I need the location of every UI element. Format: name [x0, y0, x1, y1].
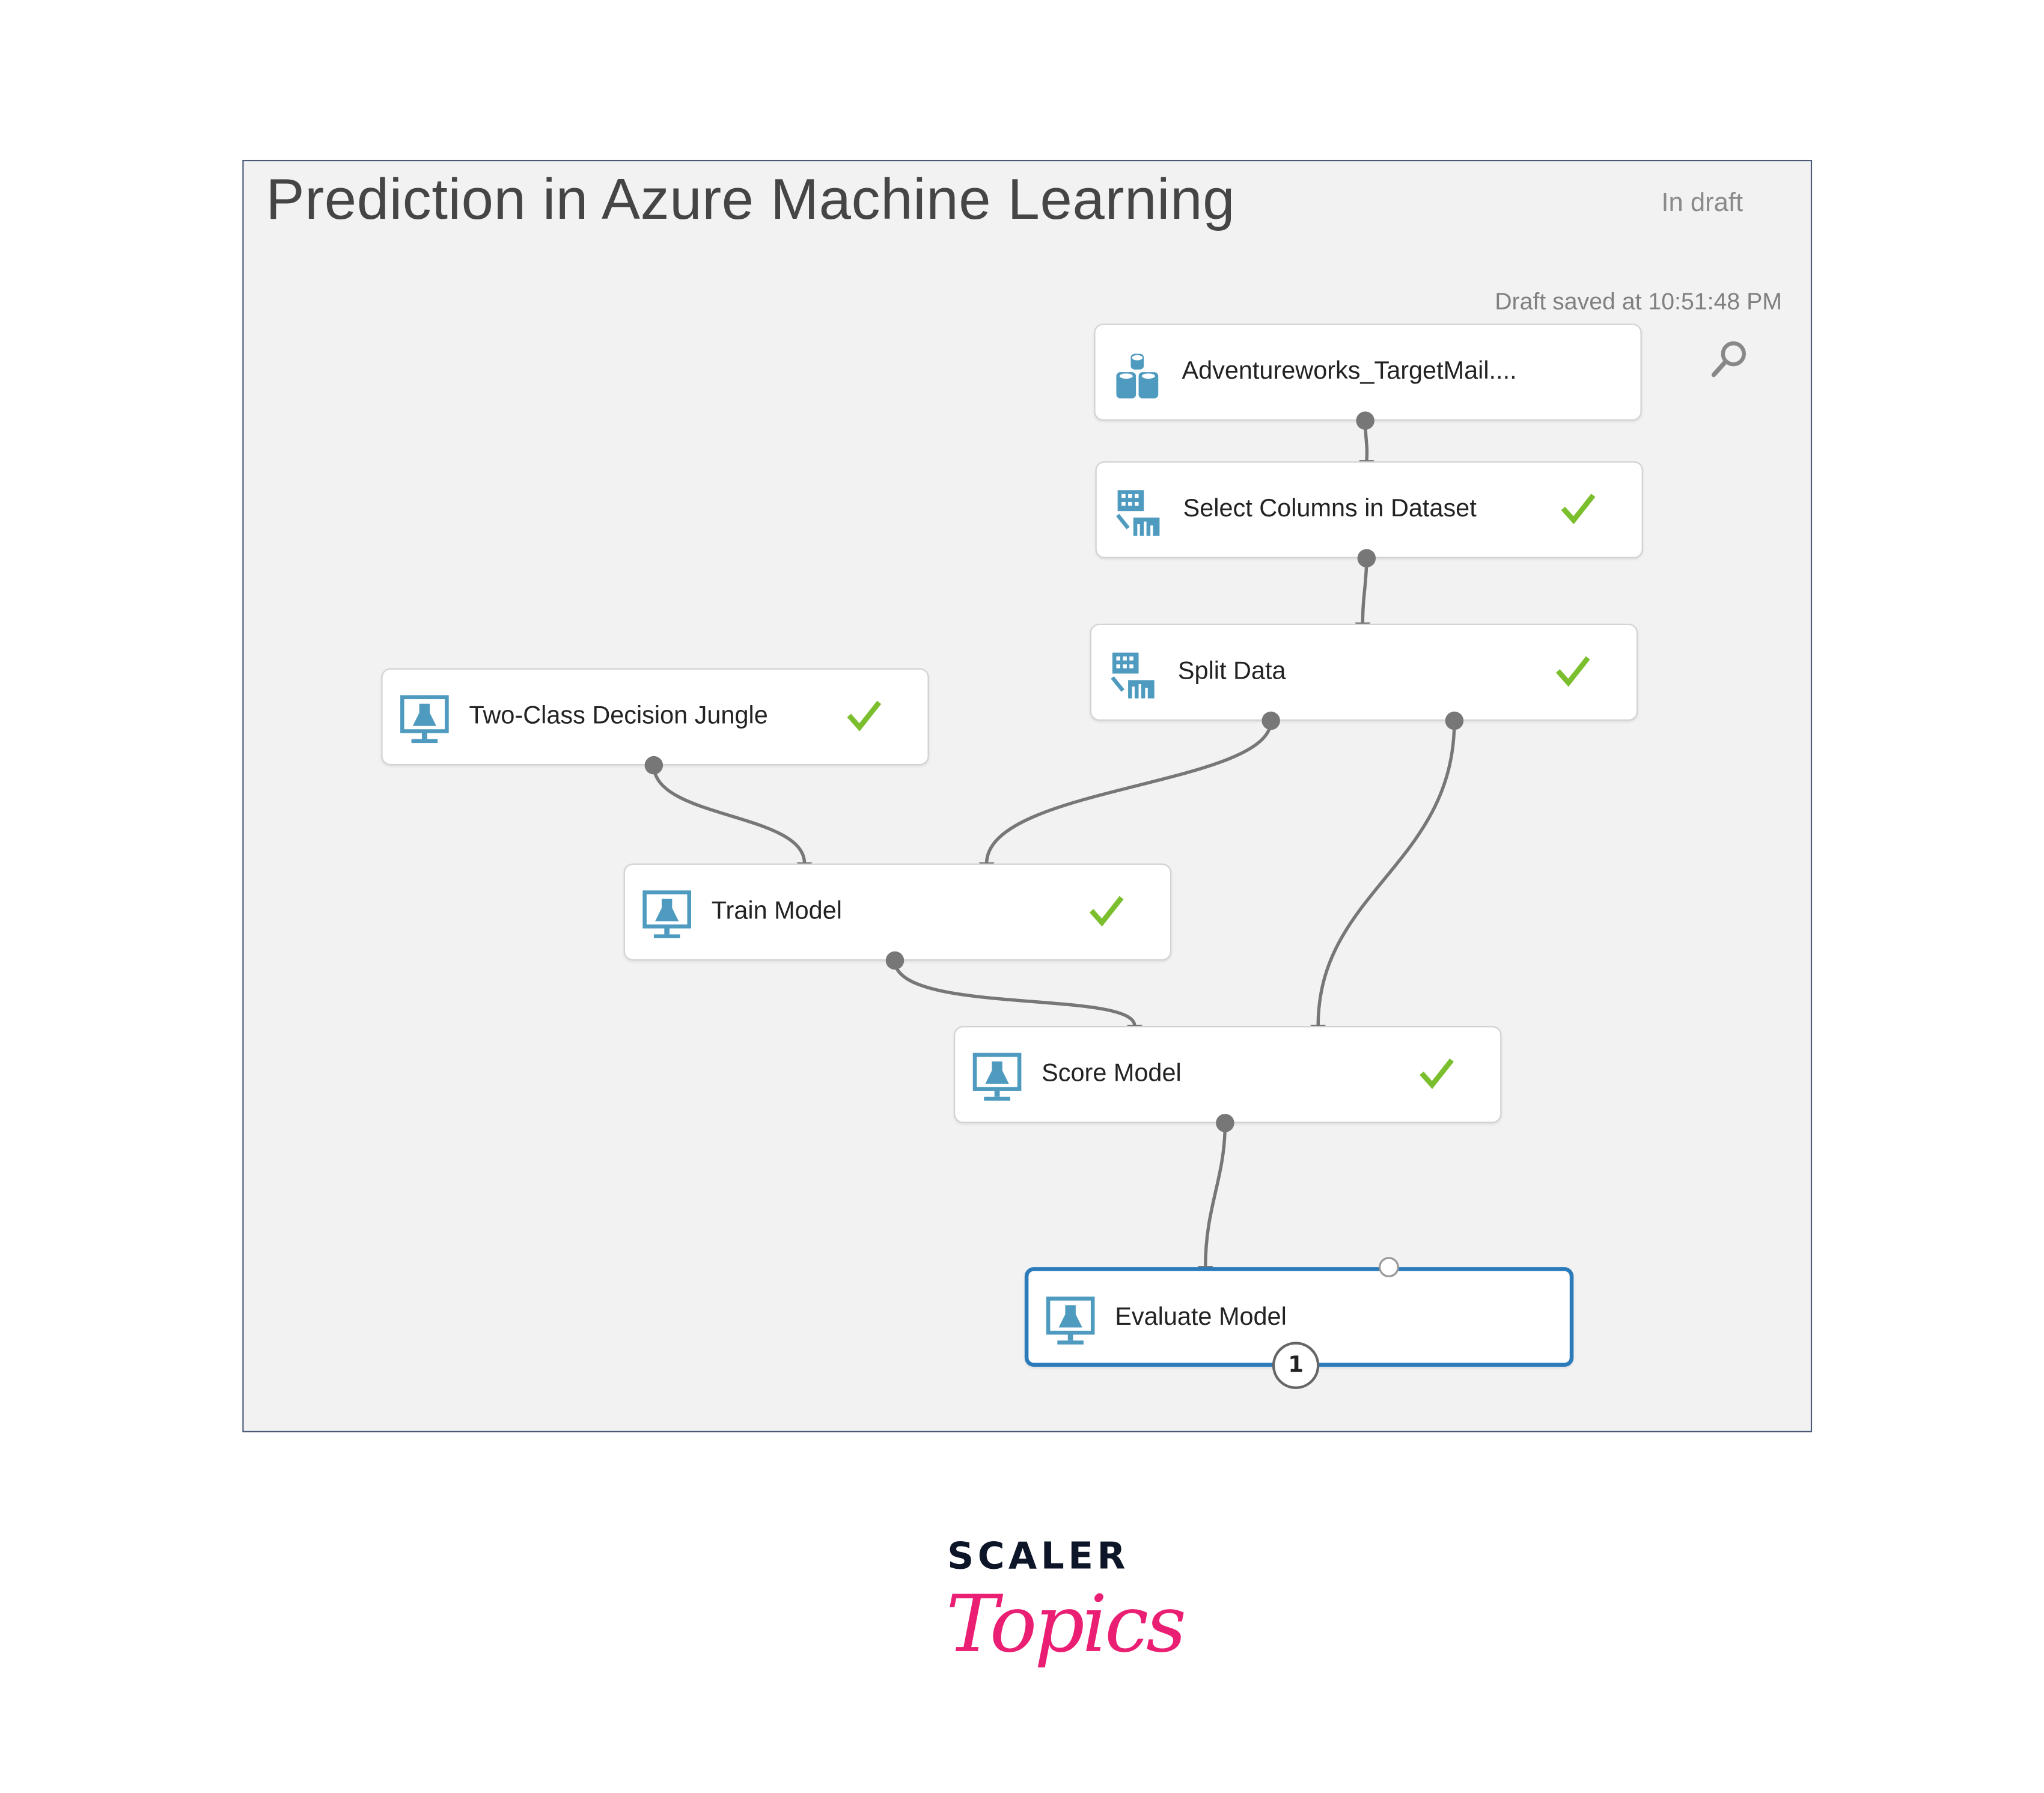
- module-train-model[interactable]: Train Model: [623, 863, 1172, 961]
- module-two-class-decision-jungle[interactable]: Two-Class Decision Jungle: [381, 668, 929, 766]
- draft-saved-text: Draft saved at 10:51:48 PM: [1495, 288, 1782, 315]
- search-icon[interactable]: [1709, 338, 1751, 380]
- page-title: Prediction in Azure Machine Learning: [266, 168, 1236, 232]
- transform-icon: [1116, 490, 1160, 536]
- model-icon: [642, 890, 692, 938]
- module-label: Select Columns in Dataset: [1183, 495, 1477, 523]
- logo-topics: Topics: [946, 1579, 1186, 1671]
- module-label: Score Model: [1042, 1060, 1182, 1088]
- database-icon: [1116, 353, 1159, 399]
- check-icon: [1561, 493, 1596, 525]
- module-split-data[interactable]: Split Data: [1090, 623, 1638, 721]
- check-icon: [847, 700, 882, 732]
- module-label: Train Model: [711, 897, 842, 926]
- module-label: Two-Class Decision Jungle: [469, 702, 768, 730]
- check-icon: [1420, 1058, 1454, 1089]
- check-icon: [1089, 896, 1124, 927]
- output-port-badge[interactable]: 1: [1272, 1342, 1320, 1389]
- model-icon: [1046, 1297, 1095, 1345]
- module-select-columns[interactable]: Select Columns in Dataset: [1095, 461, 1643, 558]
- transform-icon: [1111, 652, 1155, 698]
- check-icon: [1555, 656, 1590, 687]
- model-icon: [972, 1052, 1022, 1101]
- module-label: Adventureworks_TargetMail....: [1182, 358, 1517, 385]
- status-badge: In draft: [1661, 188, 1744, 218]
- module-score-model[interactable]: Score Model: [954, 1026, 1502, 1123]
- logo-scaler: SCALER: [947, 1534, 1130, 1578]
- module-label: Evaluate Model: [1115, 1304, 1287, 1331]
- module-adventureworks-dataset[interactable]: Adventureworks_TargetMail....: [1094, 323, 1642, 421]
- model-icon: [400, 695, 449, 744]
- module-label: Split Data: [1177, 658, 1286, 686]
